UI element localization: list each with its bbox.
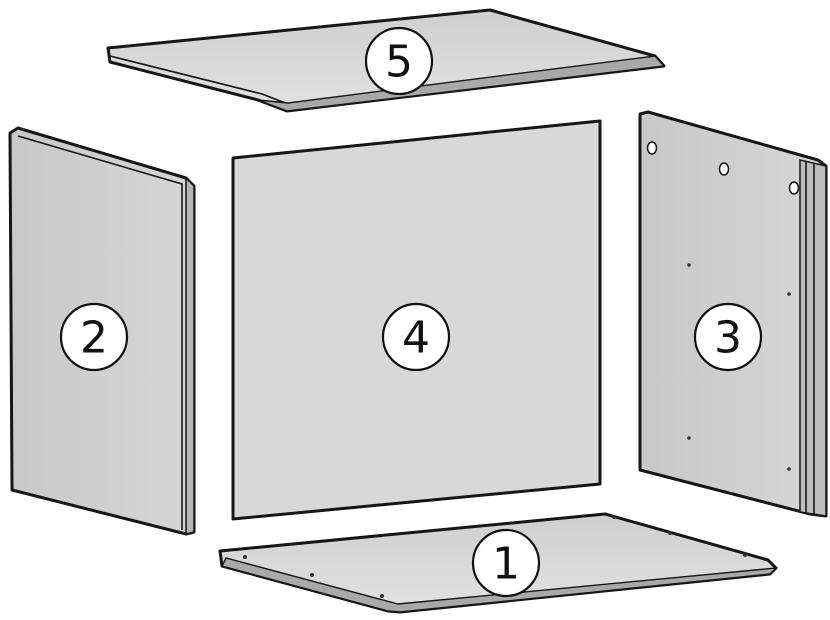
callout-1: 1 [471,528,541,598]
screw-hole [687,436,691,440]
screw-hole [310,573,314,577]
screw-hole [787,467,791,471]
callout-5-label: 5 [385,37,413,88]
mounting-hole [646,141,658,155]
callout-3-label: 3 [714,313,742,364]
callout-4: 4 [381,302,451,372]
callout-2-label: 2 [80,313,108,364]
mounting-hole [788,181,800,195]
screw-hole [612,515,616,519]
mounting-hole [718,162,730,176]
screw-hole [687,263,691,267]
screw-hole [380,594,384,598]
screw-hole [743,553,747,557]
callout-3: 3 [693,302,763,372]
callout-4-label: 4 [402,313,430,364]
screw-hole [243,555,247,559]
callout-1-label: 1 [492,539,520,590]
screw-hole [787,292,791,296]
callout-5: 5 [364,26,434,96]
screw-hole [668,531,672,535]
callout-2: 2 [59,302,129,372]
